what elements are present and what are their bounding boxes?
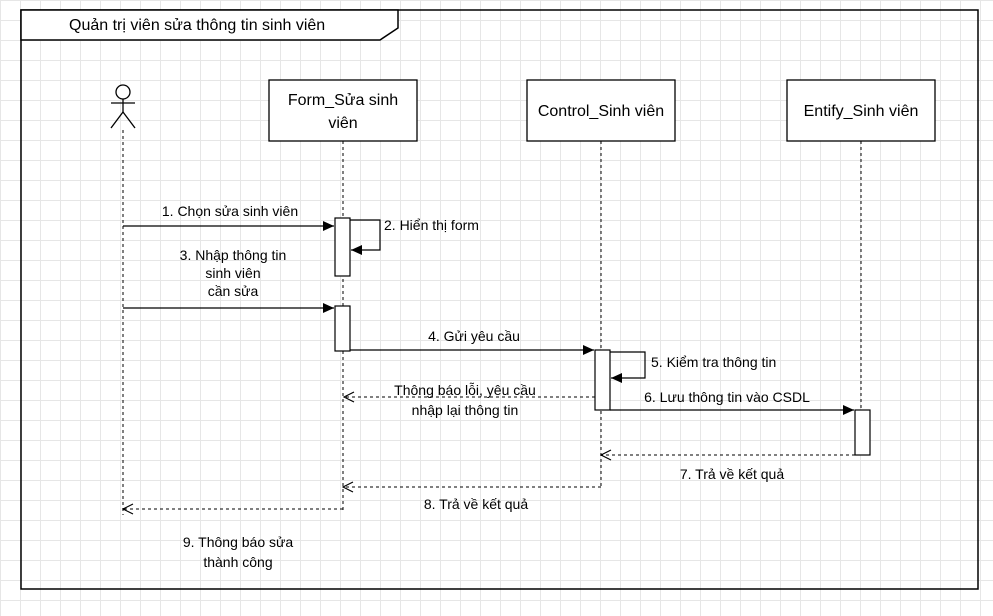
lifeline-entity-label: Entify_Sinh viên: [804, 103, 919, 120]
message-2-label: 2. Hiển thị form: [384, 217, 479, 233]
lifeline-control-label: Control_Sinh viên: [538, 103, 664, 120]
error-return-label-line1: Thông báo lỗi, yêu cầu: [394, 382, 536, 398]
activation-form-1: [334, 217, 351, 277]
lifeline-form-label-line1: Form_Sửa sinh: [288, 92, 398, 109]
activation-entity: [854, 409, 871, 456]
message-8-label: 8. Trả về kết quả: [424, 496, 528, 512]
message-4-label: 4. Gửi yêu cầu: [428, 328, 520, 344]
message-5-label: 5. Kiểm tra thông tin: [651, 354, 776, 370]
lifeline-form: Form_Sửa sinh viên: [268, 79, 418, 510]
message-3-label-line2: sinh viên: [205, 265, 260, 281]
lifeline-control: Control_Sinh viên: [526, 79, 676, 487]
frame-title: Quản trị viên sửa thông tin sinh viên: [69, 17, 325, 34]
error-return-label-line2: nhập lại thông tin: [412, 402, 519, 418]
message-3-label-line3: cần sửa: [208, 283, 259, 299]
message-5-arrow: [610, 351, 646, 383]
frame-border: [20, 9, 979, 590]
activation-form-2: [334, 305, 351, 352]
activation-control: [594, 349, 611, 411]
message-2-arrow: [350, 219, 381, 255]
actor-left-leg: [110, 111, 124, 129]
message-7-label: 7. Trả về kết quả: [680, 466, 784, 482]
actor-right-leg: [122, 111, 136, 129]
message-3-label-line1: 3. Nhập thông tin: [180, 247, 287, 263]
message-9-label-line2: thành công: [203, 554, 272, 570]
actor: [110, 84, 136, 129]
lifeline-entity-box: [786, 79, 936, 142]
lifeline-entity: Entify_Sinh viên: [786, 79, 936, 455]
message-6-label: 6. Lưu thông tin vào CSDL: [644, 389, 810, 405]
actor-head-icon: [115, 84, 131, 100]
frame: Quản trị viên sửa thông tin sinh viên: [20, 9, 979, 590]
lifeline-form-label-line2: viên: [328, 115, 357, 132]
frame-title-tab: [20, 9, 399, 41]
message-9-label-line1: 9. Thông báo sửa: [183, 534, 294, 550]
message-1-label: 1. Chọn sửa sinh viên: [162, 203, 298, 219]
